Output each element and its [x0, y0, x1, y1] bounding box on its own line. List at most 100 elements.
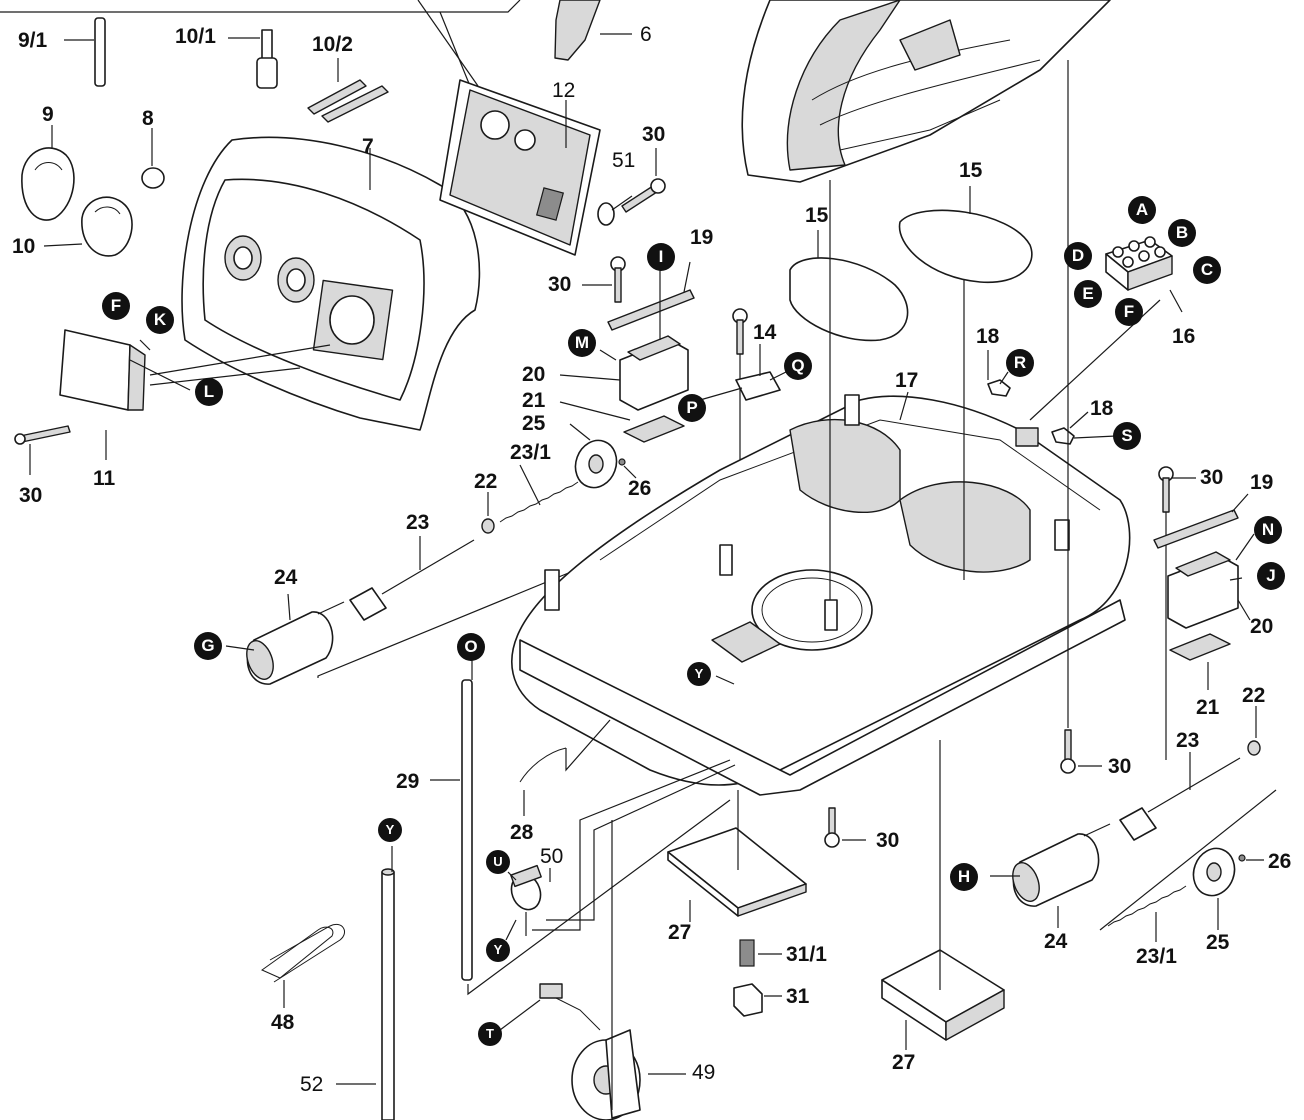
part-number-label: 29: [396, 770, 420, 793]
nut-part-22-left: [481, 492, 495, 534]
part-number-label: 49: [692, 1061, 716, 1084]
part-number-label: 30: [1200, 466, 1224, 489]
part-number-label: 23/1: [1136, 945, 1177, 968]
knob-part-9: [21, 125, 75, 221]
clip-part-26-right: [1238, 854, 1264, 862]
part-number-label: 10: [12, 235, 36, 258]
pin-part-9-1: [64, 17, 106, 87]
part-number-label: 6: [640, 23, 652, 46]
part-number-label: 9: [42, 103, 54, 126]
part-number-label: 23: [1176, 729, 1200, 752]
relay-part-20-upper: [559, 335, 689, 411]
part-number-label: 7: [362, 135, 374, 158]
part-number-label: 25: [522, 412, 546, 435]
connection-badge: O: [457, 633, 485, 661]
part-number-label: 22: [474, 470, 498, 493]
part-number-label: 18: [976, 325, 1000, 348]
connection-badge: G: [194, 632, 222, 660]
callout-frame: [0, 0, 521, 87]
part-number-label: 15: [959, 159, 983, 182]
screw-part-30-right-upper: [1158, 466, 1196, 760]
base-housing-part-17: [511, 180, 1131, 796]
part-number-label: 25: [1206, 931, 1230, 954]
top-cover: [741, 0, 1111, 183]
part-number-label: 20: [522, 363, 546, 386]
plug-part-10-1: [228, 29, 278, 89]
connection-badge: Y: [378, 818, 402, 842]
part-number-label: 9/1: [18, 29, 48, 52]
nut-part-31: [733, 983, 782, 1017]
cap-part-8: [141, 128, 165, 189]
part-number-label: 30: [19, 484, 43, 507]
shaft-part-23-left: [349, 536, 475, 621]
part-number-label: 26: [628, 477, 652, 500]
spring-part-31-1: [739, 939, 782, 967]
part-number-label: 31/1: [786, 943, 827, 966]
part-number-label: 52: [300, 1073, 324, 1096]
spring-part-23-1-right: [1099, 789, 1277, 942]
shaft-part-23-right: [1119, 752, 1241, 841]
terminal-block-part-16: [1105, 236, 1183, 313]
part-number-label: 16: [1172, 325, 1196, 348]
connection-badge: K: [146, 306, 174, 334]
part-number-label: 48: [271, 1011, 295, 1034]
clip-part-18-lower: [1051, 411, 1089, 445]
connection-badge: J: [1257, 562, 1285, 590]
disk-part-25-right: [1192, 847, 1236, 930]
strip-part-19-upper: [607, 261, 695, 331]
filter-part-15-right: [898, 186, 1033, 284]
part-number-label: 12: [552, 79, 576, 102]
connection-badge: I: [647, 243, 675, 271]
part-number-label: 28: [510, 821, 534, 844]
spring-part-23-1-left: [499, 464, 579, 523]
connection-badge: R: [1006, 349, 1034, 377]
part-number-label: 21: [1196, 696, 1220, 719]
connection-badge: T: [478, 1022, 502, 1046]
washer-part-51: [597, 195, 633, 226]
part-number-label: 24: [274, 566, 298, 589]
connection-badge: Y: [687, 662, 711, 686]
connection-badge: H: [950, 863, 978, 891]
part-number-label: 27: [668, 921, 692, 944]
part-number-label: 51: [612, 149, 636, 172]
terminal-part-16-small: [1015, 299, 1161, 447]
bracket-part-48: [260, 924, 345, 1008]
foam-part-27-right: [881, 740, 1005, 1050]
connection-badge: F: [1115, 298, 1143, 326]
part-number-label: 30: [548, 273, 572, 296]
connection-badge: L: [195, 378, 223, 406]
screw-part-30-upper: [582, 256, 626, 303]
connection-badge: Y: [486, 938, 510, 962]
part-number-label: 19: [690, 226, 714, 249]
screw-part-30-left: [14, 425, 71, 475]
screw-part-30-pcb: [621, 148, 666, 213]
foam-part-27-left: [667, 790, 807, 922]
button-part-11: [59, 329, 331, 460]
rod-part-29: [430, 679, 731, 996]
part-number-label: 20: [1250, 615, 1274, 638]
motor-part-24-right: [1012, 823, 1111, 928]
part-number-label: 30: [642, 123, 666, 146]
connection-badge: P: [678, 394, 706, 422]
part-number-label: 14: [753, 321, 777, 344]
part-number-label: 26: [1268, 850, 1292, 873]
part-number-label: 23: [406, 511, 430, 534]
part-number-label: 30: [1108, 755, 1132, 778]
front-panel-part-7: [181, 136, 481, 431]
clip-part-26-left: [618, 458, 637, 479]
screw-part-30-lower: [824, 807, 866, 848]
connection-badge: F: [102, 292, 130, 320]
nut-part-22-right: [1247, 706, 1261, 756]
strip-part-19-right: [1153, 493, 1249, 549]
plate-part-21-upper: [559, 401, 685, 443]
handle-part-6: [554, 0, 632, 61]
connection-badge: C: [1193, 256, 1221, 284]
wire-part-28: [519, 719, 611, 816]
connection-badge: E: [1074, 280, 1102, 308]
circuit-board-part-12: [439, 79, 601, 256]
connection-badge: B: [1168, 219, 1196, 247]
connection-badge: S: [1113, 422, 1141, 450]
connection-badge: D: [1064, 242, 1092, 270]
part-number-label: 11: [93, 467, 116, 490]
